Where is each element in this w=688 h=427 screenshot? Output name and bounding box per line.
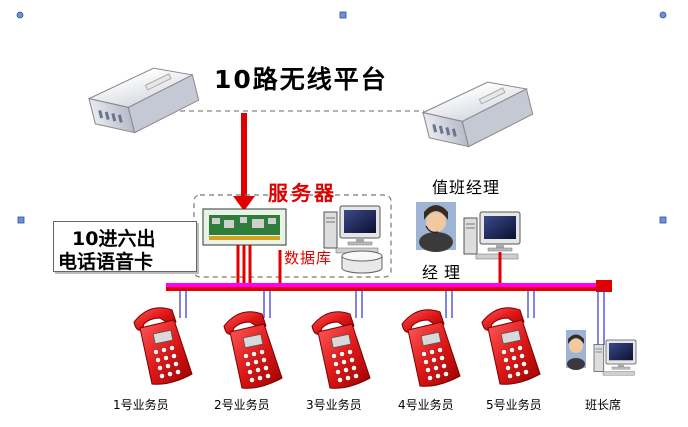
- database-icon: [341, 250, 383, 274]
- phone-5-icon: [481, 307, 541, 385]
- station-4-label: 4号业务员: [398, 398, 454, 412]
- manager-avatar-icon: [416, 202, 456, 252]
- phone-4-icon: [401, 309, 461, 387]
- phone-2-icon: [223, 311, 283, 389]
- phone-3-icon: [311, 311, 371, 389]
- voice-card-label-line1: 10进六出: [72, 228, 156, 250]
- gateway-to-card-arrow: [233, 113, 255, 211]
- station-2-label: 2号业务员: [214, 398, 270, 412]
- server-group-box: [193, 194, 392, 278]
- platform-title: 10路无线平台: [214, 65, 388, 94]
- supervisor-desk-label: 班长席: [585, 398, 622, 412]
- manager-title-label: 值班经理: [432, 178, 501, 197]
- station-5-label: 5号业务员: [486, 398, 542, 412]
- server-pc-icon: [323, 205, 381, 254]
- voice-card-label-line2: 电话语音卡: [58, 251, 154, 273]
- voice-card-icon: [202, 208, 287, 246]
- main-bus: [166, 280, 612, 292]
- phone-drop-lines: [179, 290, 605, 345]
- station-3-label: 3号业务员: [306, 398, 362, 412]
- supervisor-avatar-icon: [566, 330, 586, 370]
- station-1-label: 1号业务员: [113, 398, 169, 412]
- card-output-lines: [236, 245, 252, 287]
- server-label: 服务器: [268, 181, 337, 205]
- left-gateway-icon: [87, 67, 200, 134]
- right-gateway-icon: [421, 81, 534, 148]
- manager-pc-icon: [463, 211, 521, 260]
- voice-card-label-box: [53, 221, 197, 272]
- manager-name-label: 经理: [422, 263, 467, 282]
- supervisor-pc-icon: [593, 339, 637, 376]
- selection-handles: [16, 11, 667, 224]
- database-label: 数据库: [284, 249, 333, 267]
- phone-1-icon: [133, 307, 193, 385]
